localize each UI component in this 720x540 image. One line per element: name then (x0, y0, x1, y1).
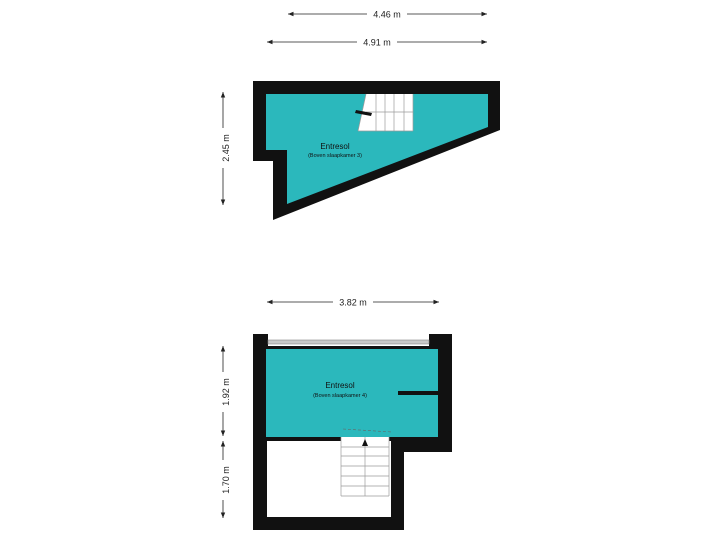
dimension-height-a: 1.92 m (217, 346, 231, 436)
room-subtitle: (Boven slaapkamer 3) (308, 153, 362, 159)
dimension-label-height: 2.45 m (221, 134, 231, 162)
stair-area (358, 94, 413, 131)
room-floor (266, 94, 488, 204)
floor-plan-1: 4.46 m 4.91 m 2.45 m (217, 8, 500, 220)
staircase (355, 93, 414, 132)
stair-swing-line (342, 428, 393, 433)
dimension-label-height-a: 1.92 m (221, 378, 231, 406)
stair-arrow-icon (362, 439, 368, 446)
dimension-label-bg (217, 460, 229, 500)
floor-plan-2: 3.82 m 1.92 m 1.70 m (217, 296, 452, 530)
dimension-label-width-b: 4.91 m (363, 38, 391, 48)
dimension-label-bg (357, 36, 397, 48)
dimension-label-height-b: 1.70 m (221, 466, 231, 494)
dimension-label-bg (333, 296, 373, 308)
stair-handrail (355, 110, 372, 116)
dimension-height: 2.45 m (217, 92, 231, 205)
dimension-label-bg (217, 128, 229, 168)
room-subtitle: (Boven slaapkamer 4) (313, 393, 367, 399)
dimension-width-b: 4.91 m (267, 36, 487, 48)
dimension-width: 3.82 m (267, 296, 439, 308)
dimension-label-bg (367, 8, 407, 20)
staircase (340, 428, 393, 497)
wall-stub (398, 391, 438, 395)
dimension-width-a: 4.46 m (288, 8, 487, 20)
window (267, 338, 430, 346)
dimension-label-bg (217, 372, 229, 412)
room-name: Entresol (325, 381, 355, 390)
floor-edge (266, 437, 404, 441)
dimension-height-b: 1.70 m (217, 441, 231, 518)
dimension-label-width-a: 4.46 m (373, 10, 401, 20)
room-name: Entresol (320, 142, 350, 151)
dimension-label-width: 3.82 m (339, 298, 367, 308)
